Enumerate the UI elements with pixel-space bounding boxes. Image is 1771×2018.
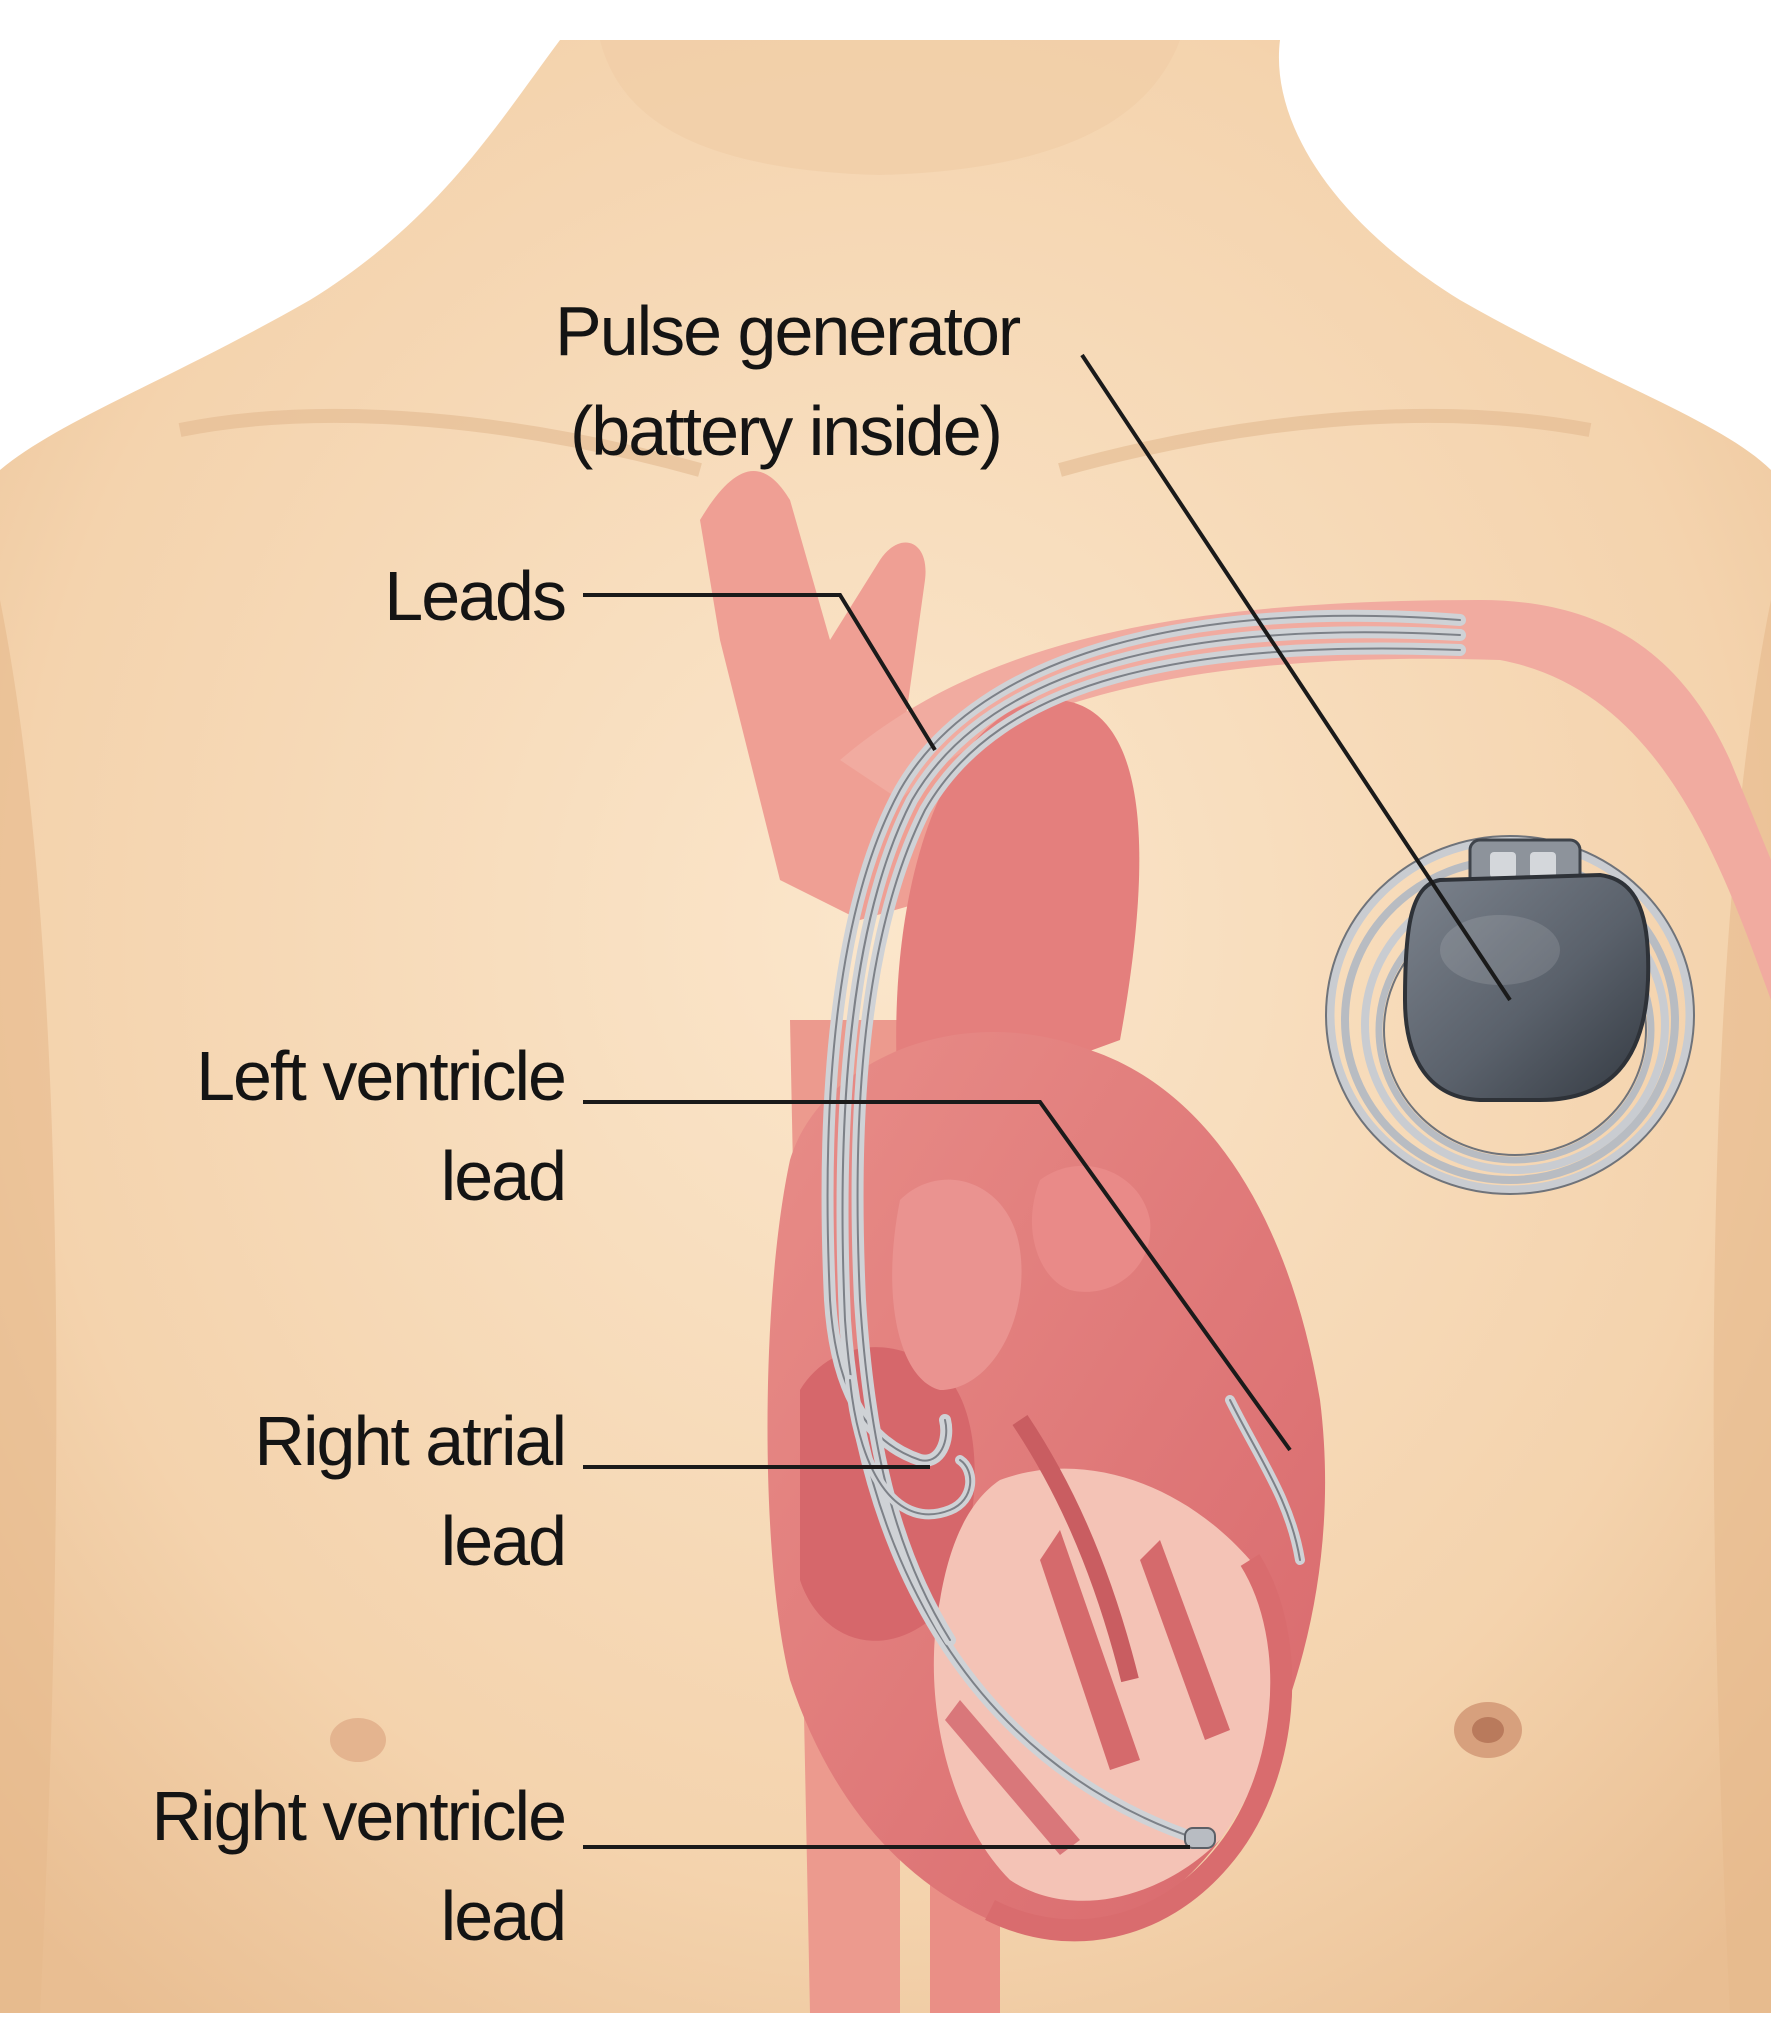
device-can	[1405, 875, 1648, 1100]
pulse-generator-label: Pulse generator	[555, 292, 1021, 370]
right-ventricle-label: Right ventricle	[151, 1777, 565, 1855]
right-atrial-label: Right atrial	[254, 1402, 565, 1480]
pulse-generator	[1405, 840, 1648, 1100]
right-ventricle-label-line2: lead	[441, 1877, 565, 1955]
header-port-2	[1530, 852, 1556, 878]
left-nipple	[330, 1718, 386, 1762]
leads-label: Leads	[384, 557, 565, 635]
pulse-generator-sublabel: (battery inside)	[570, 392, 1001, 470]
left-ventricle-label: Left ventricle	[196, 1037, 565, 1115]
header-port-1	[1490, 852, 1516, 878]
device-highlight	[1440, 915, 1560, 985]
right-atrial-label-line2: lead	[441, 1502, 565, 1580]
right-nipple-center	[1472, 1717, 1504, 1743]
left-ventricle-label-line2: lead	[441, 1137, 565, 1215]
